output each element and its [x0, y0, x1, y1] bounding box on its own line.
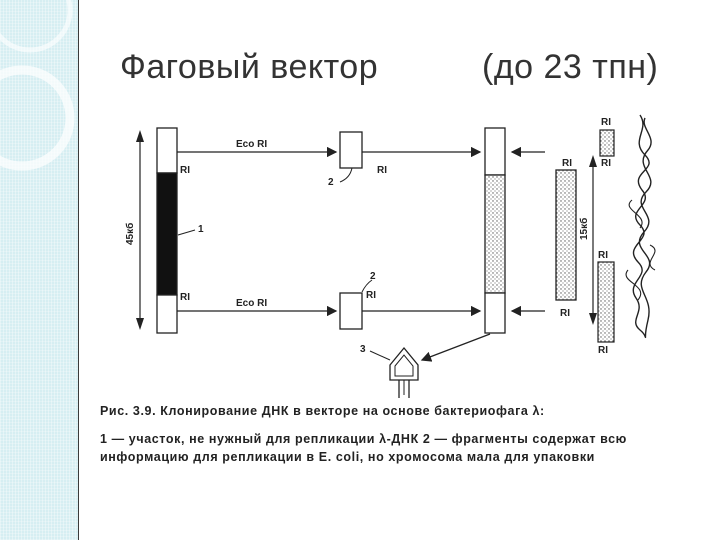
eco-ri-top-label: Eco RI	[236, 139, 267, 150]
ri-label: RI	[562, 158, 572, 169]
ri-label: RI	[560, 308, 570, 319]
ri-label: RI	[377, 165, 387, 176]
ri-label: RI	[180, 292, 190, 303]
label-3: 3	[360, 344, 366, 355]
left-length-dimension: 45кб	[124, 130, 144, 330]
label-1: 1	[198, 224, 204, 235]
insert-fragment	[555, 169, 577, 301]
phage-particle	[389, 346, 419, 398]
label-2: 2	[328, 177, 334, 188]
ecori-top-arrow: Eco RI RI 2	[177, 131, 482, 188]
eco-ri-bottom-label: Eco RI	[236, 298, 267, 309]
length-label-left: 45кб	[124, 223, 136, 245]
ri-label: RI	[601, 158, 611, 169]
fragment-bottom	[339, 292, 363, 330]
figure-caption-line3: информацию для репликации в E. coli, но …	[100, 450, 595, 464]
tangled-dna	[632, 114, 652, 339]
ri-label: RI	[598, 250, 608, 261]
length-label-right: 15кб	[578, 218, 590, 240]
small-fragments	[597, 129, 615, 343]
ri-label: RI	[598, 345, 608, 356]
right-length-dimension: 15кб	[578, 155, 597, 325]
lambda-vector	[156, 127, 178, 334]
ri-label: RI	[601, 117, 611, 128]
recombinant-vector	[484, 127, 506, 334]
ecori-bottom-arrow: Eco RI RI 2	[177, 271, 482, 330]
sidebar-divider	[78, 0, 79, 540]
label-2: 2	[370, 271, 376, 282]
figure-caption-line1: Рис. 3.9. Клонирование ДНК в векторе на …	[100, 404, 545, 418]
slide-subtitle: (до 23 тпн)	[482, 48, 659, 86]
figure-caption-line2: 1 — участок, не нужный для репликации λ-…	[100, 432, 627, 446]
ri-label: RI	[180, 165, 190, 176]
circle-decoration	[0, 0, 75, 171]
slide-title: Фаговый вектор	[120, 48, 379, 86]
decorative-sidebar	[0, 0, 78, 540]
ri-label: RI	[366, 290, 376, 301]
fragment-top	[339, 131, 363, 169]
